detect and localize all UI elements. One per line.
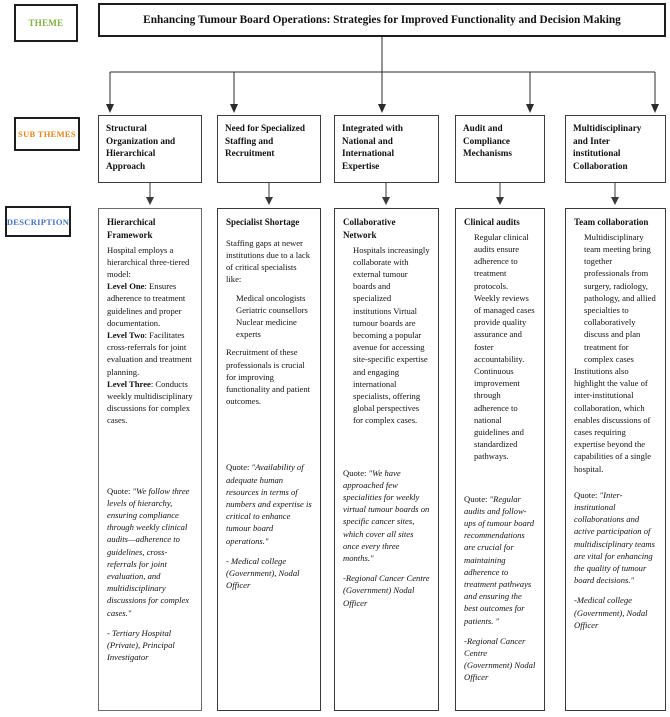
quote-text-1: "Availability of adequate human resource… xyxy=(226,462,312,546)
description-body-3: Regular clinical audits ensure adherence… xyxy=(464,231,536,463)
subtheme-label-4: Multidisciplinary and Inter institutiona… xyxy=(573,123,642,172)
theme-label: THEME xyxy=(14,4,78,42)
description-quote-4: Quote: "Inter-institutional collaboratio… xyxy=(574,489,657,587)
subtheme-box-structural-organization: Structural Organization and Hierarchical… xyxy=(98,115,202,183)
quote-lead-3: Quote: xyxy=(464,493,490,504)
quote-lead-2: Quote: xyxy=(343,467,369,478)
subtheme-label-2: Integrated with National and Internation… xyxy=(342,123,403,172)
subtheme-box-national-international-expertise: Integrated with National and Internation… xyxy=(334,115,439,183)
level-two-text: : Facilitates cross-referrals for joint … xyxy=(107,329,192,377)
description-quote-1: Quote: "Availability of adequate human r… xyxy=(226,461,312,546)
quote-text-3: "Regular audits and follow-ups of tumour… xyxy=(464,493,535,626)
subtheme-label-1: Need for Specialized Staffing and Recrui… xyxy=(225,123,305,159)
subtheme-box-multidisciplinary-collaboration: Multidisciplinary and Inter institutiona… xyxy=(565,115,666,183)
theme-title-box: Enhancing Tumour Board Operations: Strat… xyxy=(98,3,666,37)
list-item-1-2: Nuclear medicine experts xyxy=(236,316,297,340)
quote-lead-4: Quote: xyxy=(574,489,600,500)
description-quote-3: Quote: "Regular audits and follow-ups of… xyxy=(464,493,536,627)
quote-text-4: "Inter-institutional collaborations and … xyxy=(574,489,655,586)
level-one-label: Level One xyxy=(107,281,145,292)
description-intro-0: Hospital employs a hierarchical three-ti… xyxy=(107,244,190,279)
description-text-4: Multidisciplinary team meeting bring tog… xyxy=(584,231,656,364)
description-heading-1: Specialist Shortage xyxy=(226,217,300,227)
description-attribution-2: -Regional Cancer Centre (Government) Nod… xyxy=(343,573,430,608)
description-heading-2: Collaborative Network xyxy=(343,217,396,240)
description-attribution-3: -Regional Cancer Centre (Government) Nod… xyxy=(464,635,536,683)
description-body-1: Staffing gaps at newer institutions due … xyxy=(226,237,312,408)
description-text2-4: Institutions also highlight the value of… xyxy=(574,366,652,474)
description-text-3: Regular clinical audits ensure adherence… xyxy=(474,231,535,462)
level-three-text: : Conducts weekly multidisciplinary disc… xyxy=(107,378,193,426)
level-one-text: : Ensures adherence to treatment guideli… xyxy=(107,281,186,328)
description-attribution-4: -Medical college (Government), Nodal Off… xyxy=(574,595,648,630)
theme-title-text: Enhancing Tumour Board Operations: Strat… xyxy=(143,14,621,26)
description-quote-0: Quote: "We follow three levels of hierar… xyxy=(107,485,193,619)
description-text-2: Hospitals increasingly collaborate with … xyxy=(353,244,430,426)
description-quote-2: Quote: "We have approached few specialit… xyxy=(343,467,430,565)
description-box-team-collaboration: Team collaboration Multidisciplinary tea… xyxy=(565,208,666,711)
description-level-one-0: Level One: Ensures adherence to treatmen… xyxy=(107,280,193,329)
subtheme-box-specialized-staffing: Need for Specialized Staffing and Recrui… xyxy=(217,115,321,183)
list-item-1-0: Medical oncologists xyxy=(236,292,306,303)
quote-lead-1: Quote: xyxy=(226,462,252,473)
level-three-label: Level Three xyxy=(107,378,151,389)
description-label: DESCRIPTION xyxy=(5,206,71,237)
level-two-label: Level Two xyxy=(107,329,145,340)
description-body-4: Multidisciplinary team meeting bring tog… xyxy=(574,231,657,475)
sub-themes-label: SUB THEMES xyxy=(14,117,80,151)
description-intro-1: Staffing gaps at newer institutions due … xyxy=(226,237,311,285)
description-level-three-0: Level Three: Conducts weekly multidiscip… xyxy=(107,378,193,427)
subtheme-label-3: Audit and Compliance Mechanisms xyxy=(463,123,512,159)
description-heading-4: Team collaboration xyxy=(574,217,649,227)
description-body-2: Hospitals increasingly collaborate with … xyxy=(343,244,430,427)
description-label-text: DESCRIPTION xyxy=(6,216,70,227)
description-box-collaborative-network: Collaborative Network Hospitals increasi… xyxy=(334,208,439,711)
description-body-0: Hospital employs a hierarchical three-ti… xyxy=(107,244,193,427)
description-outro-1: Recruitment of these professionals is cr… xyxy=(226,347,311,407)
list-item-1-1: Geriatric counsellors xyxy=(236,304,308,315)
description-box-clinical-audits: Clinical audits Regular clinical audits … xyxy=(455,208,545,711)
theme-label-text: THEME xyxy=(28,18,64,28)
quote-lead-0: Quote: xyxy=(107,485,133,496)
quote-text-2: "We have approached few specialities for… xyxy=(343,467,430,563)
description-box-specialist-shortage: Specialist Shortage Staffing gaps at new… xyxy=(217,208,321,711)
subtheme-label-0: Structural Organization and Hierarchical… xyxy=(106,123,176,172)
description-attribution-0: - Tertiary Hospital (Private), Principal… xyxy=(107,627,175,663)
description-attribution-1: - Medical college (Government), Nodal Of… xyxy=(226,555,300,591)
description-box-hierarchical-framework: Hierarchical Framework Hospital employs … xyxy=(98,208,202,711)
sub-themes-label-text: SUB THEMES xyxy=(18,129,76,139)
quote-text-0: "We follow three levels of hierarchy, en… xyxy=(107,485,190,618)
description-level-two-0: Level Two: Facilitates cross-referrals f… xyxy=(107,329,193,378)
description-heading-0: Hierarchical Framework xyxy=(107,217,156,240)
description-heading-3: Clinical audits xyxy=(464,217,520,227)
subtheme-box-audit-compliance: Audit and Compliance Mechanisms xyxy=(455,115,545,183)
